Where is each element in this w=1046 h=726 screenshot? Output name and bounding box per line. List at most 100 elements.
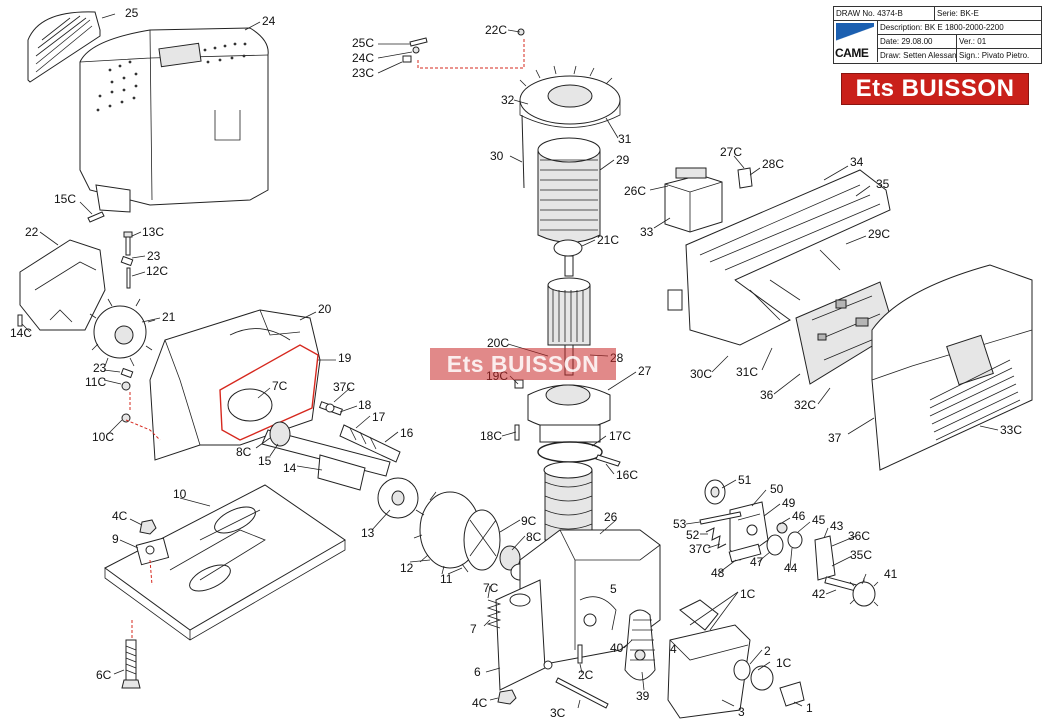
serie: BK-E <box>960 9 979 18</box>
label-15c: 15C <box>54 192 76 206</box>
part-12-toothed-wheel <box>413 491 530 581</box>
label-2c: 2C <box>578 668 594 682</box>
part-22-side-cover <box>19 239 106 331</box>
label-16c: 16C <box>616 468 638 482</box>
part-14-drive-shaft <box>261 401 401 491</box>
label-2: 2 <box>764 644 771 658</box>
label-40: 40 <box>610 641 624 655</box>
label-11: 11 <box>440 572 453 586</box>
came-logo-mark <box>836 23 874 45</box>
label-53: 53 <box>673 517 687 531</box>
label-25: 25 <box>125 6 139 20</box>
part-4c-nut <box>139 519 157 535</box>
label-35c: 35C <box>850 548 872 562</box>
part-24-top-cover <box>79 27 269 213</box>
sign-cell: Sign.: Pivato Pietro. <box>956 49 1041 62</box>
part-52-spring <box>705 527 727 549</box>
label-22: 22 <box>25 225 39 239</box>
label-3: 3 <box>738 705 745 719</box>
label-28c: 28C <box>762 157 784 171</box>
label-5: 5 <box>610 582 617 596</box>
label-46: 46 <box>792 509 806 523</box>
label-52: 52 <box>686 528 700 542</box>
label-37c-right: 37C <box>689 542 711 556</box>
label-22c: 22C <box>485 23 507 37</box>
label-23-bottom: 23 <box>93 361 107 375</box>
label-21c: 21C <box>597 233 619 247</box>
part-30-tie-rod <box>521 114 525 189</box>
label-33: 33 <box>640 225 654 239</box>
label-18: 18 <box>358 398 372 412</box>
title-block: DRAW No. 4374-B Serie: BK-E Description:… <box>833 6 1042 64</box>
label-48: 48 <box>711 566 725 580</box>
label-26c: 26C <box>624 184 646 198</box>
part-17c-o-ring <box>537 441 603 463</box>
part-4c-nut-bottom <box>497 689 517 705</box>
part-labels: 25 24 15C 22 13C 23 12C 21 14C 23 11C 10… <box>10 6 1022 720</box>
label-14c: 14C <box>10 326 32 340</box>
label-4c-left: 4C <box>112 509 128 523</box>
label-23-top: 23 <box>147 249 161 263</box>
part-13-disc <box>377 477 419 519</box>
label-49: 49 <box>782 496 796 510</box>
label-41: 41 <box>884 567 898 581</box>
label-45: 45 <box>812 513 826 527</box>
part-29-stator <box>537 137 601 243</box>
part-25-vent-grille <box>27 11 101 83</box>
part-release-knob <box>733 659 805 707</box>
watermark: Ets BUISSON <box>430 348 616 380</box>
part-2c-screw <box>577 644 583 664</box>
label-10: 10 <box>173 487 187 501</box>
draw-no: 4374-B <box>877 9 903 18</box>
part-worm-gear <box>543 461 593 541</box>
label-27c: 27C <box>720 145 742 159</box>
part-6c-bolt <box>121 639 141 689</box>
label-29: 29 <box>616 153 630 167</box>
label-15: 15 <box>258 454 272 468</box>
label-17c: 17C <box>609 429 631 443</box>
label-19: 19 <box>338 351 352 365</box>
label-25c: 25C <box>352 36 374 50</box>
label-23c: 23C <box>352 66 374 80</box>
label-31: 31 <box>618 132 632 146</box>
date: 29.08.00 <box>901 37 933 46</box>
label-37: 37 <box>828 431 842 445</box>
part-33-transformer <box>664 167 723 233</box>
small-fasteners-center <box>402 28 525 441</box>
part-26-gearbox-housing <box>495 529 661 691</box>
part-16c-pin <box>595 454 621 467</box>
part-7-spring <box>486 599 502 629</box>
label-30: 30 <box>490 149 504 163</box>
label-10c: 10C <box>92 430 114 444</box>
description: BK E 1800-2000-2200 <box>924 23 1004 32</box>
label-9c: 9C <box>521 514 537 528</box>
came-logo-text: CAME <box>835 46 869 60</box>
part-34-35-control-bracket <box>667 169 891 346</box>
part-3c-rod <box>555 677 609 709</box>
label-35: 35 <box>876 177 890 191</box>
part-47-washer <box>766 534 784 556</box>
label-1: 1 <box>806 701 813 715</box>
label-50: 50 <box>770 482 784 496</box>
label-3c: 3C <box>550 706 566 720</box>
label-21: 21 <box>162 310 176 324</box>
label-26: 26 <box>604 510 618 524</box>
part-53-screw <box>699 511 742 525</box>
label-42: 42 <box>812 587 826 601</box>
label-24: 24 <box>262 14 276 28</box>
part-37-front-cover <box>871 264 1033 471</box>
label-31c: 31C <box>736 365 758 379</box>
ver: 01 <box>977 37 987 46</box>
sign: Pivato Pietro. <box>981 51 1030 60</box>
label-24c: 24C <box>352 51 374 65</box>
serie-cell: Serie: BK-E <box>934 7 1041 20</box>
label-11c: 11C <box>85 375 106 389</box>
label-36c: 36C <box>848 529 870 543</box>
part-39-belt <box>624 609 656 681</box>
label-6: 6 <box>474 665 481 679</box>
label-30c: 30C <box>690 367 712 381</box>
label-34: 34 <box>850 155 864 169</box>
draw-by-cell: Draw: Setten Alessandro <box>878 49 956 62</box>
label-16: 16 <box>400 426 414 440</box>
